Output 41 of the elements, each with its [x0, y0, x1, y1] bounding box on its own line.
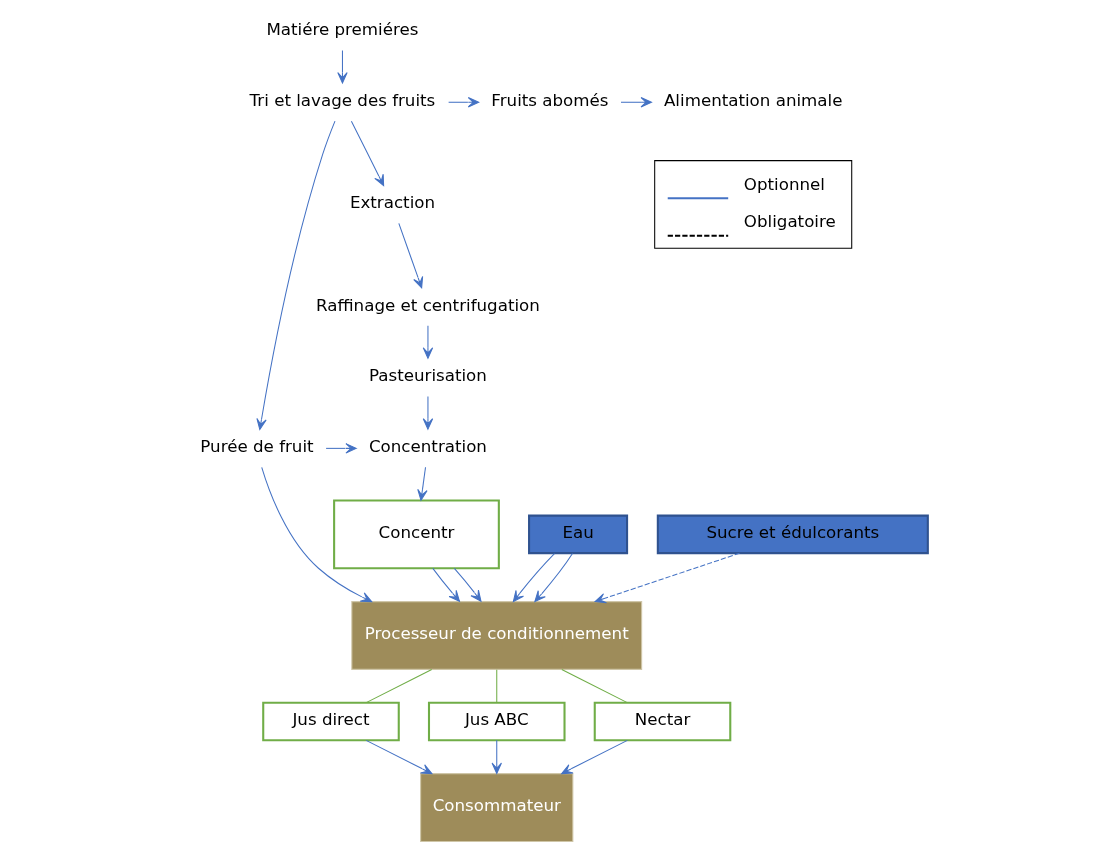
node-box: Nectar [593, 701, 731, 742]
arrow [431, 567, 460, 602]
node-text: Concentration [368, 437, 487, 457]
node-box: Consommateur [419, 773, 573, 842]
arrow [447, 97, 479, 108]
legend-label: Obligatoire [743, 212, 836, 232]
arrow [422, 396, 433, 430]
arrow [350, 120, 384, 187]
arrow [560, 739, 628, 775]
arrow [453, 567, 482, 602]
arrow [491, 739, 502, 774]
arrow [397, 222, 423, 289]
node-box: Jus direct [261, 701, 400, 742]
node-box: Jus ABC [427, 701, 566, 742]
connector [560, 668, 628, 704]
node-text: Extraction [349, 193, 435, 213]
arrow [533, 553, 573, 603]
arrow [255, 120, 335, 431]
arrow [325, 443, 357, 454]
connector [495, 669, 497, 703]
arrow [594, 552, 740, 604]
arrow [260, 466, 372, 603]
legend-label: Optionnel [743, 174, 825, 194]
node-text: Raffinage et centrifugation [315, 295, 540, 315]
node-text: Fruits abomés [490, 91, 608, 111]
arrow [365, 739, 432, 775]
arrow [422, 325, 433, 359]
node-text: Purée de fruit [199, 437, 314, 457]
node-box: Eau [527, 514, 628, 555]
node-text: Matiére premiéres [265, 20, 418, 40]
node-box: Concentr [332, 499, 500, 570]
node-text: Pasteurisation [368, 366, 487, 386]
arrow [416, 466, 428, 501]
node-text: Alimentation animale [663, 91, 842, 111]
connector [365, 668, 432, 704]
arrow [619, 97, 652, 108]
node-text: Tri et lavage des fruits [249, 91, 435, 111]
node-box: Sucre et édulcorants [656, 514, 929, 555]
arrow [512, 553, 555, 603]
arrow [336, 49, 348, 84]
node-box: Processeur de conditionnement [350, 601, 642, 670]
